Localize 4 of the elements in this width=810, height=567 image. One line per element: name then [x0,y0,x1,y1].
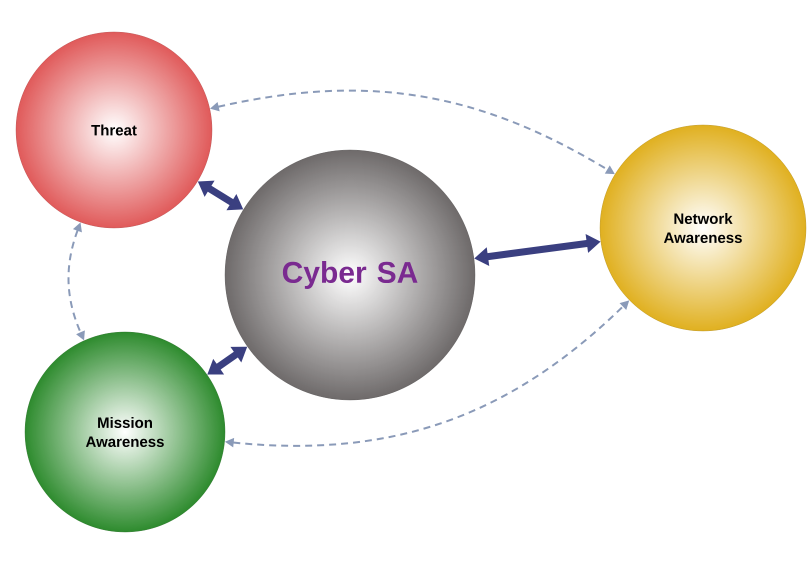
circle-node: Mission Awareness [24,332,226,532]
circle-node: Threat [16,32,212,228]
circle-node: Network Awareness [600,124,806,332]
circle-node: Cyber SA [224,150,476,400]
